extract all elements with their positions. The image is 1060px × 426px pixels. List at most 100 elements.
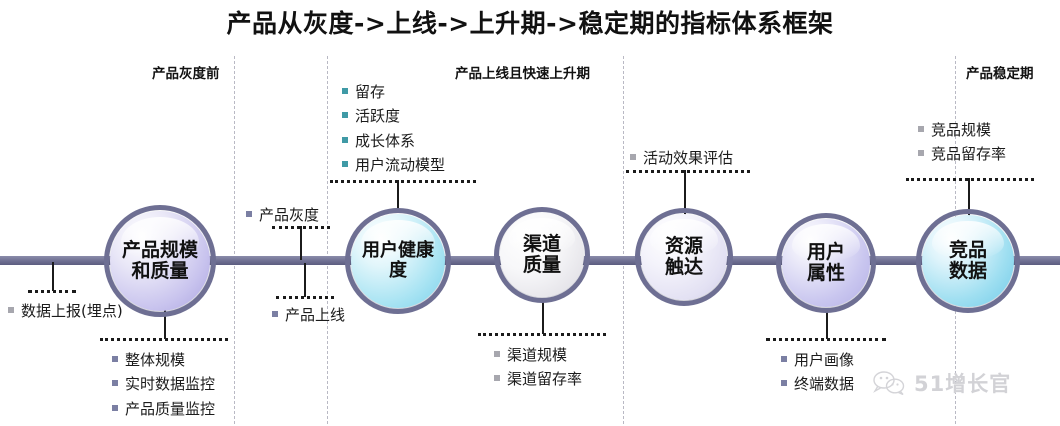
callout-item: 用户画像: [781, 348, 854, 372]
callout-rule-product_scale_bottom: [100, 338, 228, 341]
callout-item-label: 成长体系: [355, 131, 416, 150]
node-user-health[interactable]: 用户健康 度: [345, 208, 451, 314]
callout-item: 活动效果评估: [630, 146, 733, 170]
callout-item-label: 留存: [355, 83, 386, 101]
node-resource-reach[interactable]: 资源 触达: [635, 208, 733, 306]
bullet-icon: [342, 112, 348, 119]
callout-item-label: 用户流动模型: [355, 155, 446, 174]
callout-item: 成长体系: [342, 129, 445, 153]
callout-rule-data_report: [28, 290, 76, 293]
callout-item-label: 竞品规模: [931, 121, 992, 139]
callout-item: 留存: [342, 80, 445, 104]
callout-rule-user_health_top: [330, 180, 476, 183]
phase-divider-2: [623, 56, 624, 424]
callout-item-label: 产品上线: [285, 306, 346, 324]
callout-item-label: 终端数据: [794, 375, 855, 394]
bullet-icon: [112, 404, 118, 411]
callout-stem-competitor_top: [968, 178, 970, 216]
callout-list-product_scale_bottom: 整体规模实时数据监控产品质量监控: [112, 348, 215, 421]
phase-divider-0: [234, 56, 235, 424]
callout-rule-resource_top: [626, 170, 750, 173]
node-ring: [494, 207, 590, 303]
callout-item: 整体规模: [112, 348, 215, 372]
callout-stem-product_scale_bottom: [164, 310, 166, 339]
node-label: 竞品 数据: [948, 238, 987, 282]
bullet-icon: [8, 307, 14, 313]
phase-label-2: 产品稳定期: [966, 66, 1034, 82]
phase-divider-1: [327, 56, 328, 424]
callout-item: 数据上报(埋点): [8, 299, 123, 323]
node-competitor-data[interactable]: 竞品 数据: [916, 209, 1020, 313]
node-channel-quality[interactable]: 渠道 质量: [494, 207, 590, 303]
callout-item: 用户流动模型: [342, 153, 445, 177]
callout-item-label: 实时数据监控: [125, 375, 216, 394]
bullet-icon: [342, 160, 348, 167]
node-label: 用户 属性: [806, 240, 845, 284]
callout-stem-resource_top: [684, 170, 686, 215]
callout-item-label: 渠道规模: [507, 346, 568, 364]
callout-rule-competitor_top: [906, 178, 1034, 181]
callout-item-label: 产品质量监控: [125, 399, 216, 418]
callout-item-label: 用户画像: [794, 351, 855, 369]
node-ring: [345, 208, 451, 314]
bullet-icon: [630, 154, 636, 160]
bullet-icon: [342, 88, 348, 94]
callout-item-label: 数据上报(埋点): [21, 302, 123, 320]
bullet-icon: [112, 356, 118, 362]
bullet-icon: [246, 211, 252, 217]
node-ring: [635, 208, 733, 306]
callout-item: 活跃度: [342, 104, 445, 128]
node-label: 渠道 质量: [522, 232, 561, 276]
node-label: 资源 触达: [664, 234, 703, 278]
callout-item: 终端数据: [781, 372, 854, 396]
callout-item-label: 活动效果评估: [643, 149, 734, 167]
node-label: 产品规模 和质量: [121, 238, 198, 282]
callout-item: 产品质量监控: [112, 397, 215, 421]
callout-item: 产品灰度: [246, 203, 319, 227]
node-product-scale-quality[interactable]: 产品规模 和质量: [104, 205, 216, 317]
callout-rule-user_attr_bottom: [766, 338, 886, 341]
bullet-icon: [781, 380, 787, 387]
callout-stem-data_report: [52, 262, 54, 291]
page-title: 产品从灰度->上线->上升期->稳定期的指标体系框架: [226, 9, 834, 38]
callout-stem-online_label: [304, 263, 306, 297]
callout-rule-grayscale_label: [272, 226, 330, 229]
callout-item-label: 活跃度: [355, 107, 401, 126]
node-ring: [776, 213, 876, 313]
callout-list-user_health_top: 留存活跃度成长体系用户流动模型: [342, 80, 445, 177]
callout-item: 渠道规模: [494, 343, 582, 367]
node-label: 用户健康 度: [362, 239, 434, 281]
callout-item: 产品上线: [272, 303, 345, 327]
callout-item-label: 渠道留存率: [507, 370, 583, 389]
bullet-icon: [494, 351, 500, 357]
watermark-text: 51增长官: [914, 372, 1012, 396]
callout-item: 竞品留存率: [918, 142, 1006, 166]
bullet-icon: [781, 356, 787, 362]
bullet-icon: [918, 150, 924, 157]
callout-item: 竞品规模: [918, 118, 1006, 142]
wechat-icon: [873, 371, 905, 395]
callout-list-grayscale_label: 产品灰度: [246, 203, 319, 227]
callout-list-competitor_top: 竞品规模竞品留存率: [918, 118, 1006, 167]
callout-stem-grayscale_label: [300, 226, 302, 260]
callout-item: 实时数据监控: [112, 372, 215, 396]
callout-rule-channel_bottom: [478, 333, 606, 336]
callout-list-online_label: 产品上线: [272, 303, 345, 327]
watermark: 51增长官: [872, 368, 1011, 398]
bullet-icon: [272, 311, 278, 317]
node-ring: [104, 205, 216, 317]
callout-list-data_report: 数据上报(埋点): [8, 299, 123, 323]
bullet-icon: [918, 126, 924, 132]
phase-label-1: 产品上线且快速上升期: [455, 66, 590, 82]
node-user-attribute[interactable]: 用户 属性: [776, 213, 876, 313]
bullet-icon: [494, 375, 500, 382]
callout-rule-online_label: [276, 296, 334, 299]
node-ring: [916, 209, 1020, 313]
phase-label-0: 产品灰度前: [152, 66, 220, 82]
callout-item-label: 产品灰度: [259, 206, 320, 224]
callout-list-resource_top: 活动效果评估: [630, 146, 733, 170]
callout-item-label: 竞品留存率: [931, 145, 1007, 164]
callout-stem-user_attr_bottom: [826, 308, 828, 339]
callout-list-user_attr_bottom: 用户画像终端数据: [781, 348, 854, 397]
callout-item-label: 整体规模: [125, 351, 186, 369]
